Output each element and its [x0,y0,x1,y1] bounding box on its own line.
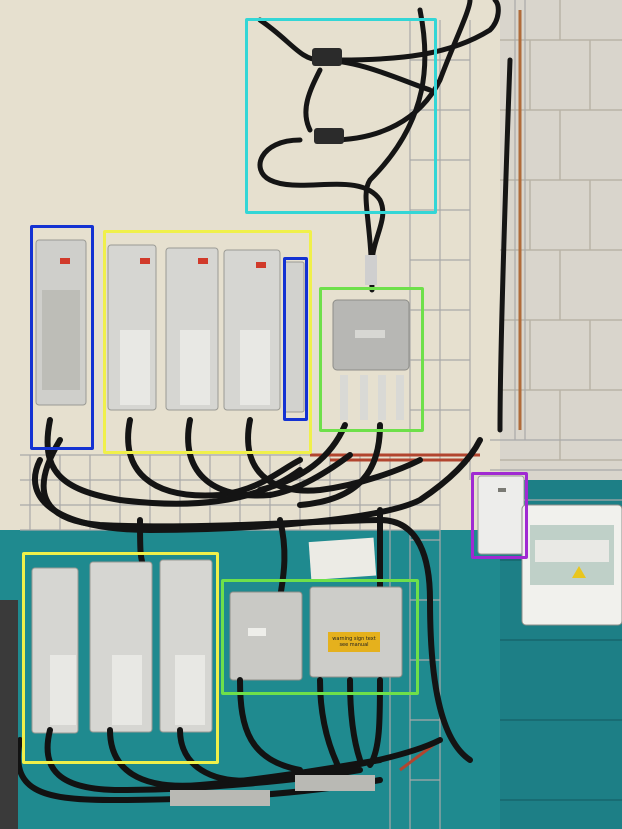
blue-box-left [30,225,94,450]
earth-bar-left [170,790,270,806]
green-box-top [319,287,424,432]
earth-bar-right [295,775,375,791]
blue-box-small [283,257,308,421]
yellow-box-top [103,230,312,454]
paper-sheet [308,537,377,581]
remote-radio-units-bottom [31,559,213,734]
top-cables [257,0,513,433]
cable-connector [365,255,377,285]
remote-radio-units-top [35,239,305,413]
brick-wall-right [500,0,622,829]
warning-sign [328,632,380,652]
left-edge-shadow [0,600,18,829]
green-box-bottom [221,579,419,695]
breaker-panel [521,504,622,626]
rf-splitter-top [312,48,342,66]
rf-splitter-bottom [314,128,344,144]
purple-box [471,472,528,559]
yellow-box-bottom [22,552,219,764]
mid-cables [32,417,483,763]
rf-combiner-boxes-bottom [229,586,403,681]
cyan-box [245,18,437,214]
rf-combiner-box-top [332,299,410,420]
